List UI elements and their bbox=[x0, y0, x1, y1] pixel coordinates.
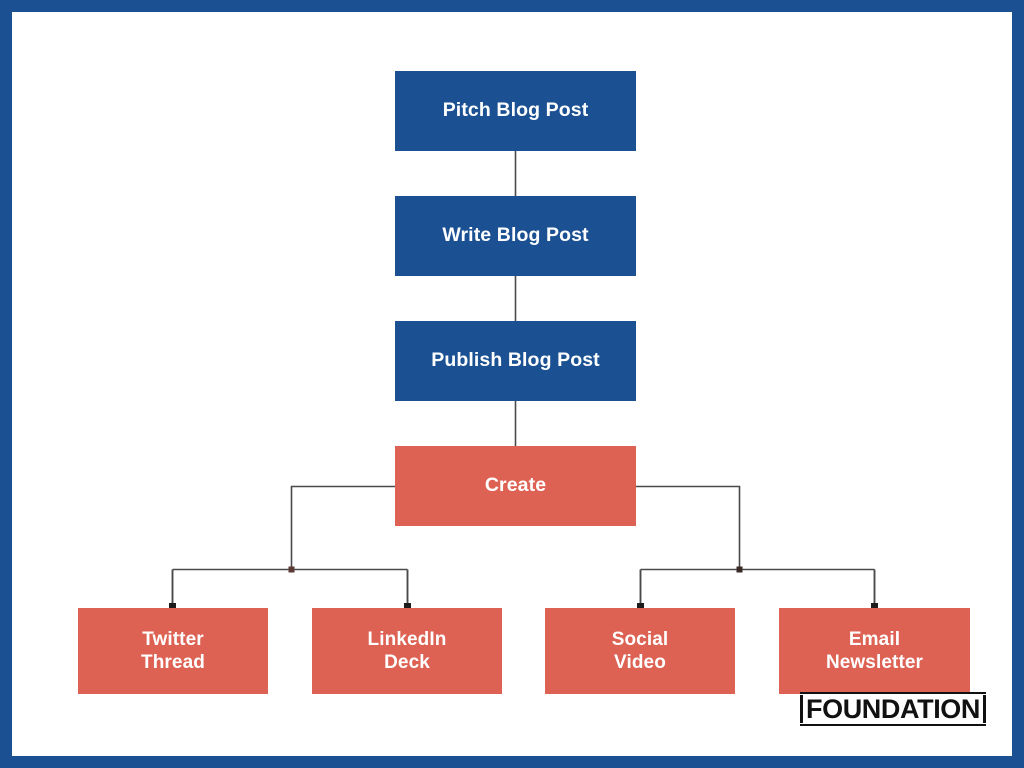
node-email-newsletter-label-line1: Email bbox=[848, 628, 901, 650]
foundation-logo-text: FOUNDATION bbox=[806, 693, 980, 724]
node-email-newsletter[interactable]: Email Newsletter bbox=[779, 608, 970, 694]
foundation-logo: FOUNDATION bbox=[800, 691, 986, 726]
node-linkedin-deck-label-line1: LinkedIn bbox=[367, 628, 447, 650]
foundation-logo-left-bar bbox=[800, 694, 804, 723]
node-linkedin-deck-label-line2: Deck bbox=[384, 652, 430, 673]
node-publish-blog-post-label: Publish Blog Post bbox=[431, 349, 600, 372]
node-email-newsletter-label-line2: Newsletter bbox=[825, 652, 924, 673]
node-twitter-thread-label: Twitter Thread bbox=[141, 628, 205, 674]
edge-create-left-branch bbox=[290, 485, 395, 570]
arrowhead-twitter bbox=[169, 603, 176, 610]
node-linkedin-deck-label: LinkedIn Deck bbox=[368, 628, 447, 674]
node-email-newsletter-label: Email Newsletter bbox=[826, 628, 923, 674]
node-social-video-label: Social Video bbox=[612, 628, 669, 674]
node-social-video[interactable]: Social Video bbox=[545, 608, 735, 694]
junction-marker-right bbox=[736, 566, 743, 573]
arrowhead-social bbox=[637, 603, 644, 610]
arrowhead-email bbox=[871, 603, 878, 610]
arrowhead-linkedin bbox=[404, 603, 411, 610]
edge-create-right-branch bbox=[636, 485, 741, 570]
node-linkedin-deck[interactable]: LinkedIn Deck bbox=[312, 608, 502, 694]
node-write-blog-post-label: Write Blog Post bbox=[442, 224, 589, 247]
node-twitter-thread-label-line2: Thread bbox=[141, 652, 205, 673]
diagram-surface: Pitch Blog Post Write Blog Post Publish … bbox=[12, 12, 1012, 756]
foundation-logo-right-bar bbox=[983, 694, 986, 723]
junction-marker-left bbox=[288, 566, 295, 573]
node-social-video-label-line1: Social bbox=[611, 628, 669, 650]
node-write-blog-post[interactable]: Write Blog Post bbox=[395, 196, 636, 276]
node-social-video-label-line2: Video bbox=[614, 652, 666, 673]
node-pitch-blog-post-label: Pitch Blog Post bbox=[442, 99, 589, 122]
node-create[interactable]: Create bbox=[395, 446, 636, 526]
node-pitch-blog-post[interactable]: Pitch Blog Post bbox=[395, 71, 636, 151]
node-twitter-thread-label-line1: Twitter bbox=[142, 628, 204, 650]
foundation-logo-bottom-rule bbox=[800, 724, 986, 726]
connector-layer bbox=[169, 151, 878, 610]
foundation-logo-body: FOUNDATION bbox=[800, 694, 986, 724]
node-create-label: Create bbox=[484, 474, 547, 497]
node-twitter-thread[interactable]: Twitter Thread bbox=[78, 608, 268, 694]
node-publish-blog-post[interactable]: Publish Blog Post bbox=[395, 321, 636, 401]
foundation-logo-top-rule bbox=[800, 691, 986, 694]
